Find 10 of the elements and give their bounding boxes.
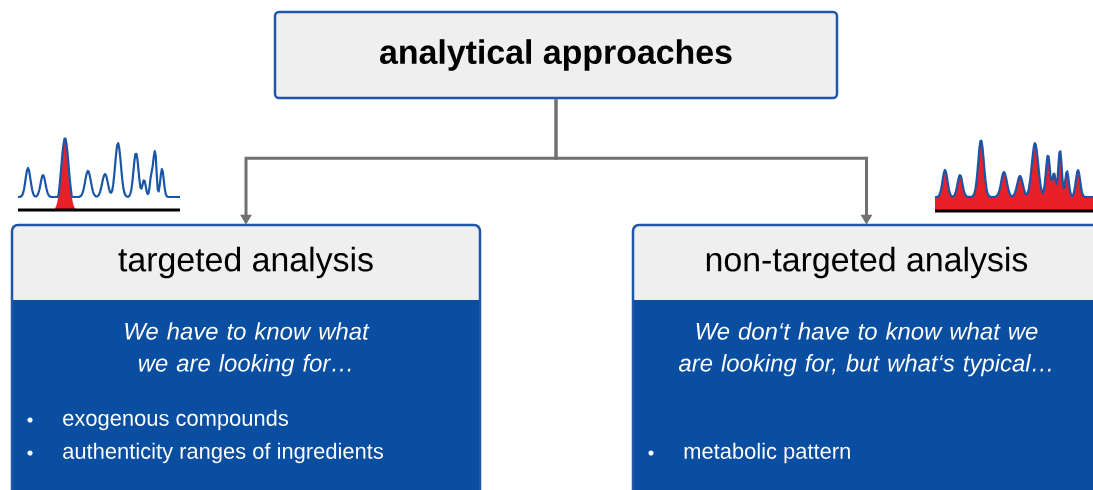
analysis-box bbox=[10, 223, 482, 490]
header-text: targeted analysis bbox=[118, 246, 373, 279]
description-text: We don‘t have to know what we are looking for, but what‘s typical… bbox=[679, 322, 1051, 377]
header-text: non-targeted analysis bbox=[706, 246, 1028, 279]
description-text: We have to know what we are looking for… bbox=[125, 322, 370, 377]
analysis-box bbox=[631, 223, 1093, 490]
title-box: analytical approaches bbox=[273, 10, 839, 100]
bullet-item: authenticity ranges of ingredients bbox=[27, 442, 383, 464]
bullet-item: exogenous compounds bbox=[27, 409, 288, 431]
bullet-item: metabolic pattern bbox=[648, 442, 850, 464]
